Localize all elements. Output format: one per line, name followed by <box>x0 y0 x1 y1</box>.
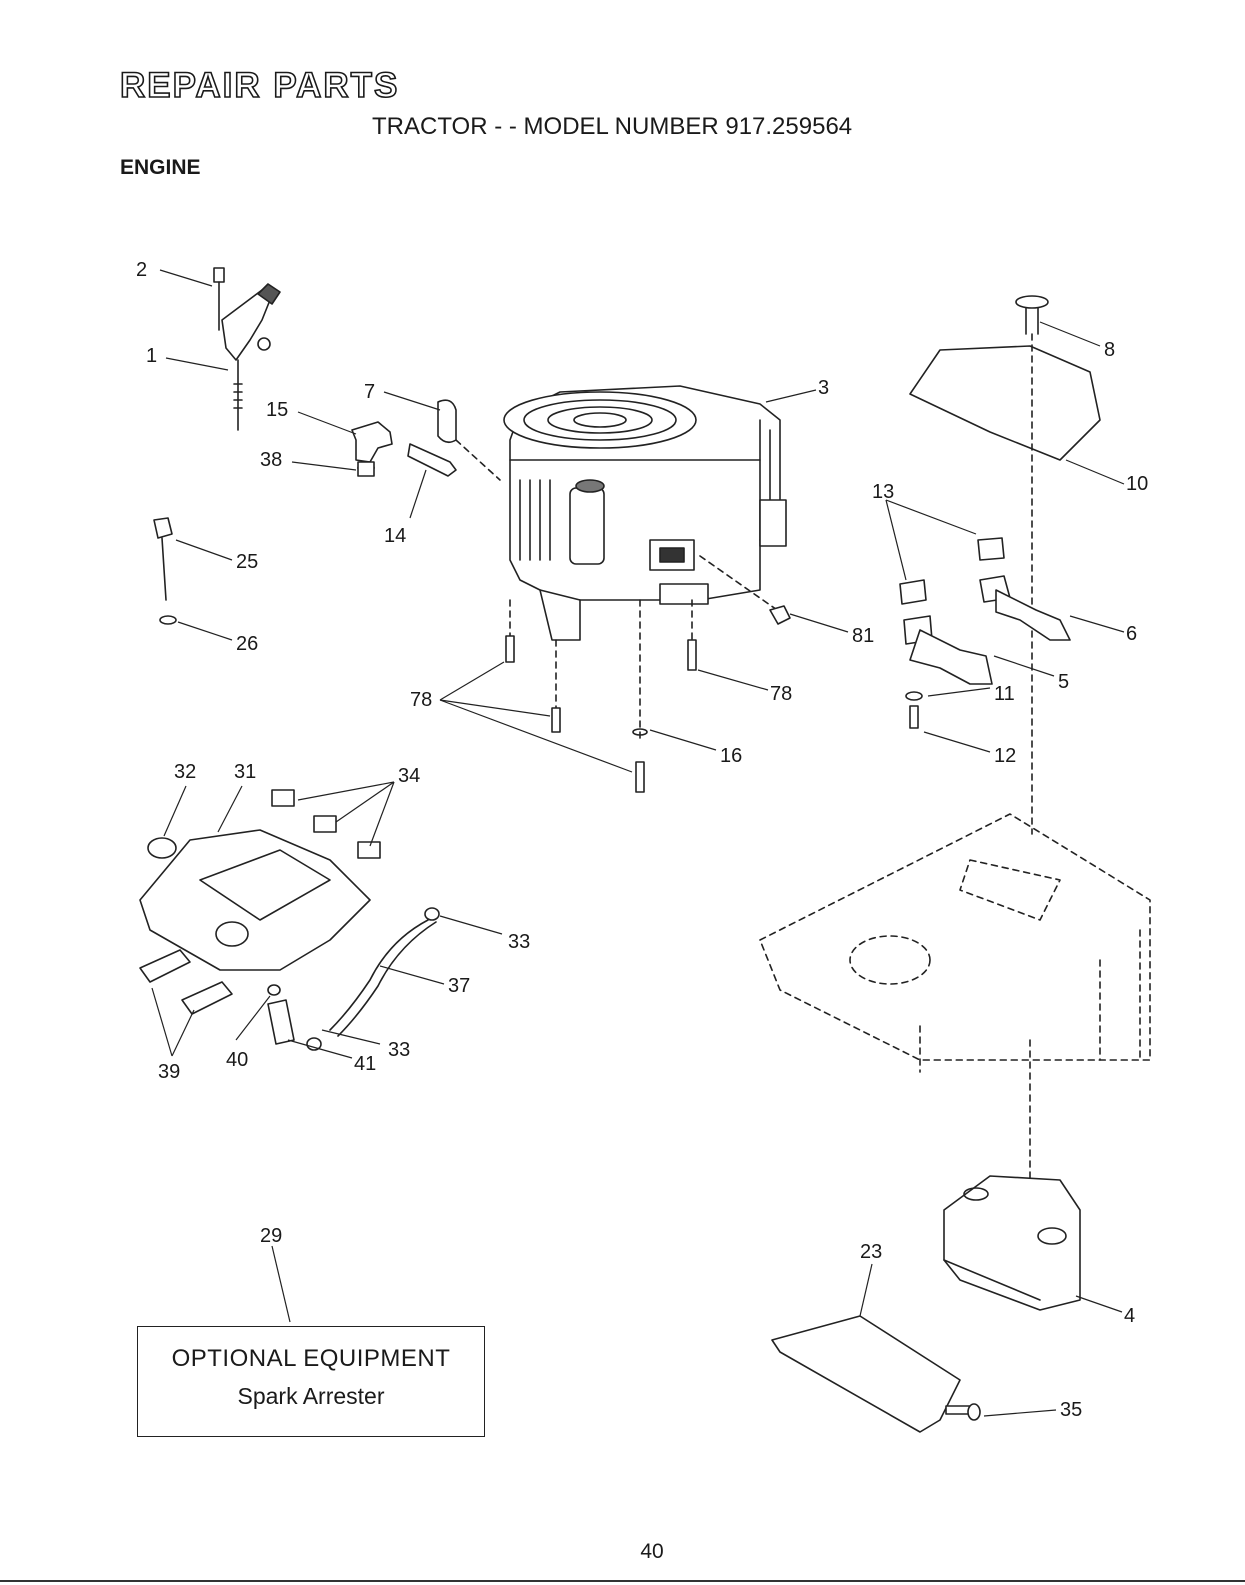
callout-15: 15 <box>266 399 288 421</box>
callout-29: 29 <box>260 1225 282 1247</box>
page-number: 40 <box>0 1540 1245 1564</box>
callout-33-top: 33 <box>508 931 530 953</box>
callout-2: 2 <box>136 259 147 281</box>
callout-78-left: 78 <box>410 689 432 711</box>
air-filter-part <box>140 790 380 1014</box>
bottom-divider <box>0 1580 1245 1582</box>
dipstick-part <box>154 518 176 624</box>
callout-78-right: 78 <box>770 683 792 705</box>
callout-7: 7 <box>364 381 375 403</box>
callout-23: 23 <box>860 1241 882 1263</box>
callout-16: 16 <box>720 745 742 767</box>
callout-41: 41 <box>354 1053 376 1075</box>
callout-3: 3 <box>818 377 829 399</box>
callout-31: 31 <box>234 761 256 783</box>
callout-26: 26 <box>236 633 258 655</box>
callout-6: 6 <box>1126 623 1137 645</box>
muffler-part <box>944 1176 1080 1310</box>
callout-10: 10 <box>1126 473 1148 495</box>
callout-81: 81 <box>852 625 874 647</box>
callout-34: 34 <box>398 765 420 787</box>
callout-4: 4 <box>1124 1305 1135 1327</box>
callout-1: 1 <box>146 345 157 367</box>
optional-equipment-title: OPTIONAL EQUIPMENT <box>138 1345 484 1373</box>
callout-8: 8 <box>1104 339 1115 361</box>
optional-equipment-box: OPTIONAL EQUIPMENT Spark Arrester <box>137 1326 485 1437</box>
muffler-guard-part <box>772 1316 980 1432</box>
engine-part <box>504 386 786 640</box>
callout-14: 14 <box>384 525 406 547</box>
callout-39: 39 <box>158 1061 180 1083</box>
callout-38: 38 <box>260 449 282 471</box>
callout-25: 25 <box>236 551 258 573</box>
mounting-bolts-part <box>506 600 696 792</box>
chassis-frame <box>760 814 1150 1200</box>
callout-40: 40 <box>226 1049 248 1071</box>
callout-35: 35 <box>1060 1399 1082 1421</box>
callout-37: 37 <box>448 975 470 997</box>
callout-5: 5 <box>1058 671 1069 693</box>
callout-12: 12 <box>994 745 1016 767</box>
callout-32: 32 <box>174 761 196 783</box>
callout-13: 13 <box>872 481 894 503</box>
part-81-nut <box>770 606 790 624</box>
spark-arrester-label: Spark Arrester <box>138 1383 484 1410</box>
exhaust-pipes-part <box>900 538 1070 728</box>
fuel-fittings-part <box>352 400 500 480</box>
callout-33-bottom: 33 <box>388 1039 410 1061</box>
callout-11: 11 <box>994 683 1015 705</box>
